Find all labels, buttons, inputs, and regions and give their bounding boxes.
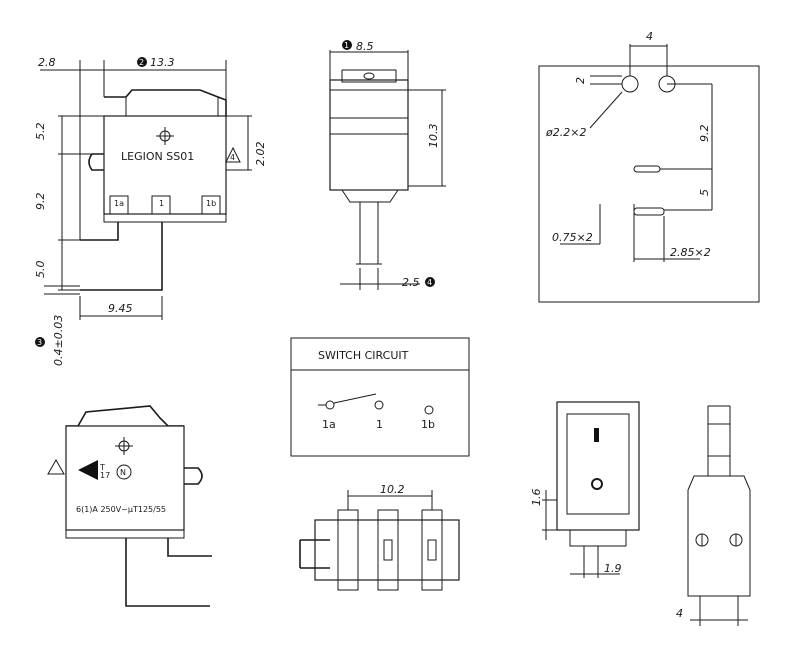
front-view: 1 8.5 10.3 2.5 4: [329, 40, 446, 290]
slot-lower: [633, 207, 665, 216]
dim-2: 2: [574, 77, 587, 84]
dim-5-0: 5.0: [34, 261, 47, 279]
slot-upper: [633, 165, 661, 173]
dim-10-2: 10.2: [380, 483, 405, 496]
hole-diameter-label: ø2.2×2: [545, 126, 586, 139]
dim-2-02: 2.02: [254, 142, 267, 167]
front-body: [329, 79, 409, 191]
dim-5-pcb: 5: [698, 189, 711, 196]
side-button: [88, 153, 104, 171]
dim-10-3: 10.3: [427, 124, 440, 149]
dim-9-2: 9.2: [34, 193, 47, 211]
rating-body: [65, 425, 185, 531]
dim-9-45: 9.45: [108, 302, 133, 315]
on-symbol: [594, 428, 599, 442]
dim-9-2-pcb: 9.2: [698, 125, 711, 143]
dim-1-6: 1.6: [530, 489, 543, 507]
marker-3-text: 3: [37, 338, 42, 347]
dim-5-2: 5.2: [34, 123, 47, 141]
temp-arrow-icon: [78, 460, 98, 480]
dim-0-4: 0.4±0.03: [52, 315, 65, 366]
mount-hole-left: [621, 75, 639, 93]
side-view: LEGION SS01 4 1a 1 1b 2.8 2 13.3 5.2 9.2…: [34, 56, 267, 366]
svg-text:4: 4: [230, 153, 235, 162]
temp-value: 17: [100, 471, 110, 480]
warning-icon-2: [47, 458, 65, 475]
rating-view: T 17 N 6(1)A 250V~μT125/55: [47, 405, 212, 607]
slot-length-label: 2.85×2: [670, 246, 711, 259]
marker-2-text: 2: [139, 58, 144, 67]
pin-center: [80, 222, 163, 291]
off-symbol: [591, 478, 603, 490]
marker-1-icon: [342, 40, 352, 50]
model-label: LEGION SS01: [121, 150, 194, 163]
circuit-label-1b: 1b: [421, 418, 435, 431]
circuit-label-1a: 1a: [322, 418, 336, 431]
marker-4-icon: [425, 277, 435, 287]
dim-1-9: 1.9: [604, 562, 622, 575]
circuit-title: SWITCH CIRCUIT: [318, 349, 409, 362]
dim-4-end: 4: [676, 607, 683, 620]
marker-3-icon: [35, 337, 45, 347]
front-shaft: [359, 201, 379, 265]
terminal-label-1a: 1a: [114, 199, 124, 208]
dim-8-5: 8.5: [356, 40, 374, 53]
pcb-layout-view: 4 2 ø2.2×2 9.2 5 0.75×2 2.85×2: [538, 30, 760, 303]
terminal-label-1: 1: [159, 199, 164, 208]
cert-mark: N: [120, 468, 126, 477]
circuit-label-1: 1: [376, 418, 383, 431]
temp-code: T: [99, 463, 105, 472]
contact-1b: [424, 405, 434, 415]
rating-text: 6(1)A 250V~μT125/55: [76, 505, 166, 514]
switch-circuit-box: SWITCH CIRCUIT 1a 1 1b: [290, 337, 470, 457]
dim-2-5: 2.5: [402, 276, 420, 289]
marker-1-text: 1: [344, 41, 349, 50]
dim-2-8: 2.8: [38, 56, 56, 69]
contact-1: [374, 400, 384, 410]
pcb-frame: [538, 65, 760, 303]
dim-4: 4: [646, 30, 653, 43]
slot-width-label: 0.75×2: [552, 231, 593, 244]
cert-mark-icon: [116, 464, 132, 480]
warning-icon: [225, 146, 241, 163]
marker-2-icon: [137, 57, 147, 67]
marker-4-text: 4: [427, 278, 432, 287]
terminal-label-1b: 1b: [206, 199, 216, 208]
switch-lever: [318, 393, 377, 406]
rocker-view: 1.6 1.9: [530, 401, 640, 578]
bottom-view: 10.2: [299, 483, 460, 591]
pin-left: [80, 222, 119, 241]
end-view: 4: [676, 405, 751, 626]
contact-1a: [325, 400, 335, 410]
dim-13-3: 13.3: [150, 56, 175, 69]
